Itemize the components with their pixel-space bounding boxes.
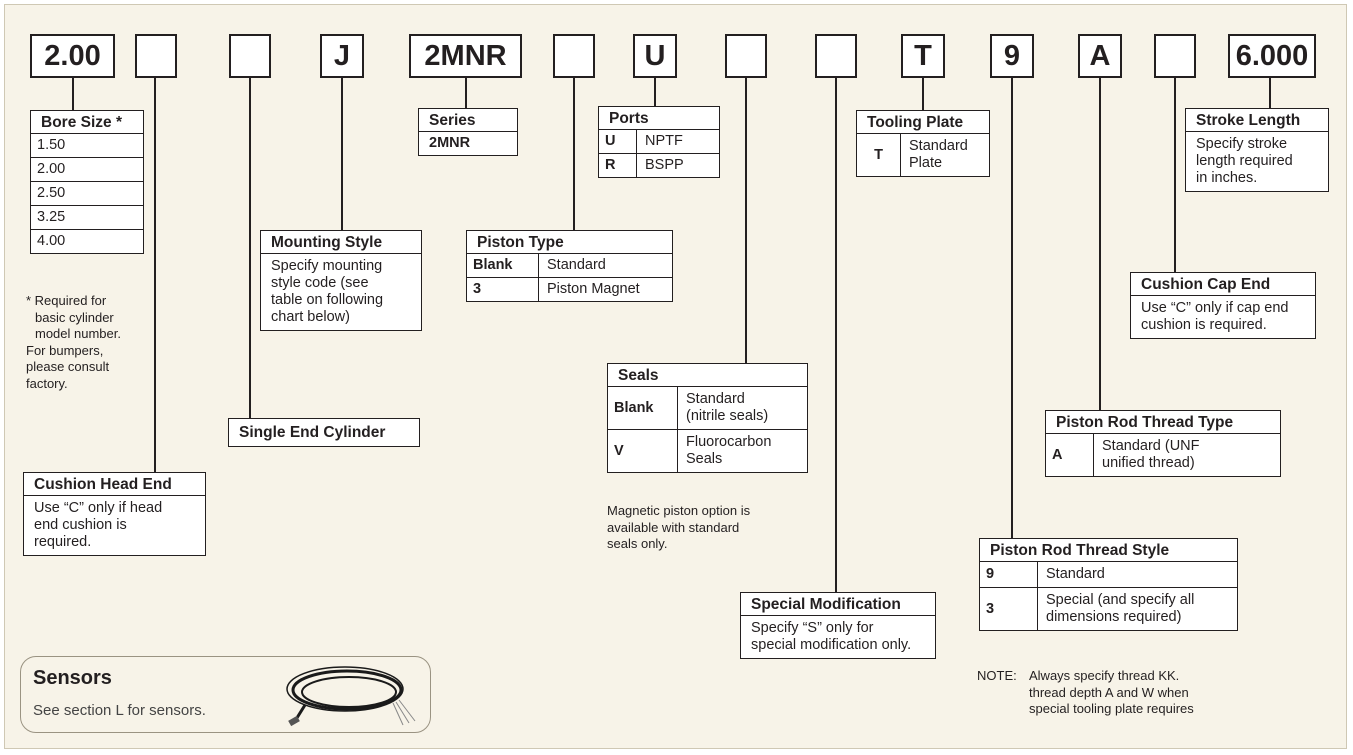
single-end-cylinder-box: Single End Cylinder [228,418,420,447]
seals-title: Seals [608,364,807,387]
bore-size-title: Bore Size * [31,111,143,134]
tooling-plate-title: Tooling Plate [857,111,989,134]
code-rod-type: A [1078,34,1122,78]
bore-size-note: * Required for basic cylinder model numb… [26,293,121,391]
special-modification-title: Special Modification [741,593,935,616]
code-tooling: T [901,34,945,78]
bore-size-option: 2.50 [31,181,143,205]
cushion-cap-end-box: Cushion Cap End Use “C” only if cap end … [1130,272,1316,339]
single-end-cylinder-title: Single End Cylinder [239,424,386,441]
code-piston-type [553,34,595,78]
series-value: 2MNR [429,135,471,151]
ports-title: Ports [599,107,719,130]
special-modification-box: Special Modification Specify “S” only fo… [740,592,936,659]
sensors-panel: Sensors See section L for sensors. [20,656,431,733]
code-cushion-cap [1154,34,1196,78]
bore-size-option: 3.25 [31,205,143,229]
thread-style-note: NOTE: Always specify thread KK. thread d… [977,668,1194,716]
piston-rod-thread-style-title: Piston Rod Thread Style [980,539,1237,562]
sensors-title: Sensors [33,667,112,689]
code-bore: 2.00 [30,34,115,78]
code-mounting: J [320,34,364,78]
code-single-end [229,34,271,78]
code-rod-style: 9 [990,34,1034,78]
piston-rod-thread-type-title: Piston Rod Thread Type [1046,411,1280,434]
piston-type-title: Piston Type [467,231,672,254]
mounting-style-box: Mounting Style Specify mounting style co… [260,230,422,331]
code-series: 2MNR [409,34,522,78]
code-stroke: 6.000 [1228,34,1316,78]
bore-size-option: 4.00 [31,229,143,253]
code-ports: U [633,34,677,78]
stroke-length-box: Stroke Length Specify stroke length requ… [1185,108,1329,192]
bore-size-option: 2.00 [31,157,143,181]
bore-size-option: 1.50 [37,137,66,153]
bore-size-table: Bore Size * 1.50 2.00 2.50 3.25 4.00 [30,110,144,254]
sensors-text: See section L for sensors. [33,702,206,719]
series-box: Series 2MNR [418,108,518,156]
stroke-length-title: Stroke Length [1186,109,1328,132]
code-special-mod [815,34,857,78]
series-title: Series [419,109,517,132]
sensor-cable-icon [286,666,416,727]
code-cushion-head [135,34,177,78]
cushion-head-end-box: Cushion Head End Use “C” only if head en… [23,472,206,556]
seals-note: Magnetic piston option is available with… [607,503,751,551]
mounting-style-title: Mounting Style [261,231,421,254]
cushion-head-end-title: Cushion Head End [24,473,205,496]
cushion-cap-end-title: Cushion Cap End [1131,273,1315,296]
code-seals [725,34,767,78]
